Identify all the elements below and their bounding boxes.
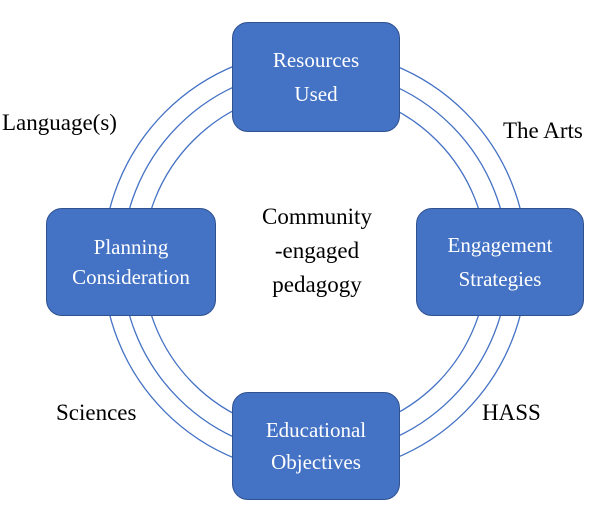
node-educational-objectives[interactable]: Educational Objectives (232, 392, 400, 500)
center-title: Community -engaged pedagogy (232, 200, 402, 302)
label-the-arts: The Arts (503, 118, 583, 143)
node-engagement-strategies[interactable]: Engagement Strategies (416, 208, 584, 316)
label-sciences: Sciences (56, 400, 137, 425)
center-line-1: Community (262, 204, 372, 229)
node-planning-consideration[interactable]: Planning Consideration (46, 208, 216, 316)
node-bottom-line-2: Objectives (271, 450, 361, 474)
node-right-line-1: Engagement (447, 233, 553, 257)
node-top-line-2: Used (294, 82, 338, 106)
label-languages: Language(s) (2, 110, 117, 135)
node-right-line-2: Strategies (458, 267, 542, 291)
node-left-line-1: Planning (93, 235, 169, 259)
center-line-3: pedagogy (272, 272, 362, 297)
label-hass: HASS (482, 400, 541, 425)
center-line-2: -engaged (274, 238, 360, 263)
node-resources-used[interactable]: Resources Used (232, 22, 400, 132)
node-top-line-1: Resources (272, 48, 360, 72)
node-bottom-line-1: Educational (265, 418, 367, 442)
node-left-line-2: Consideration (72, 265, 190, 289)
